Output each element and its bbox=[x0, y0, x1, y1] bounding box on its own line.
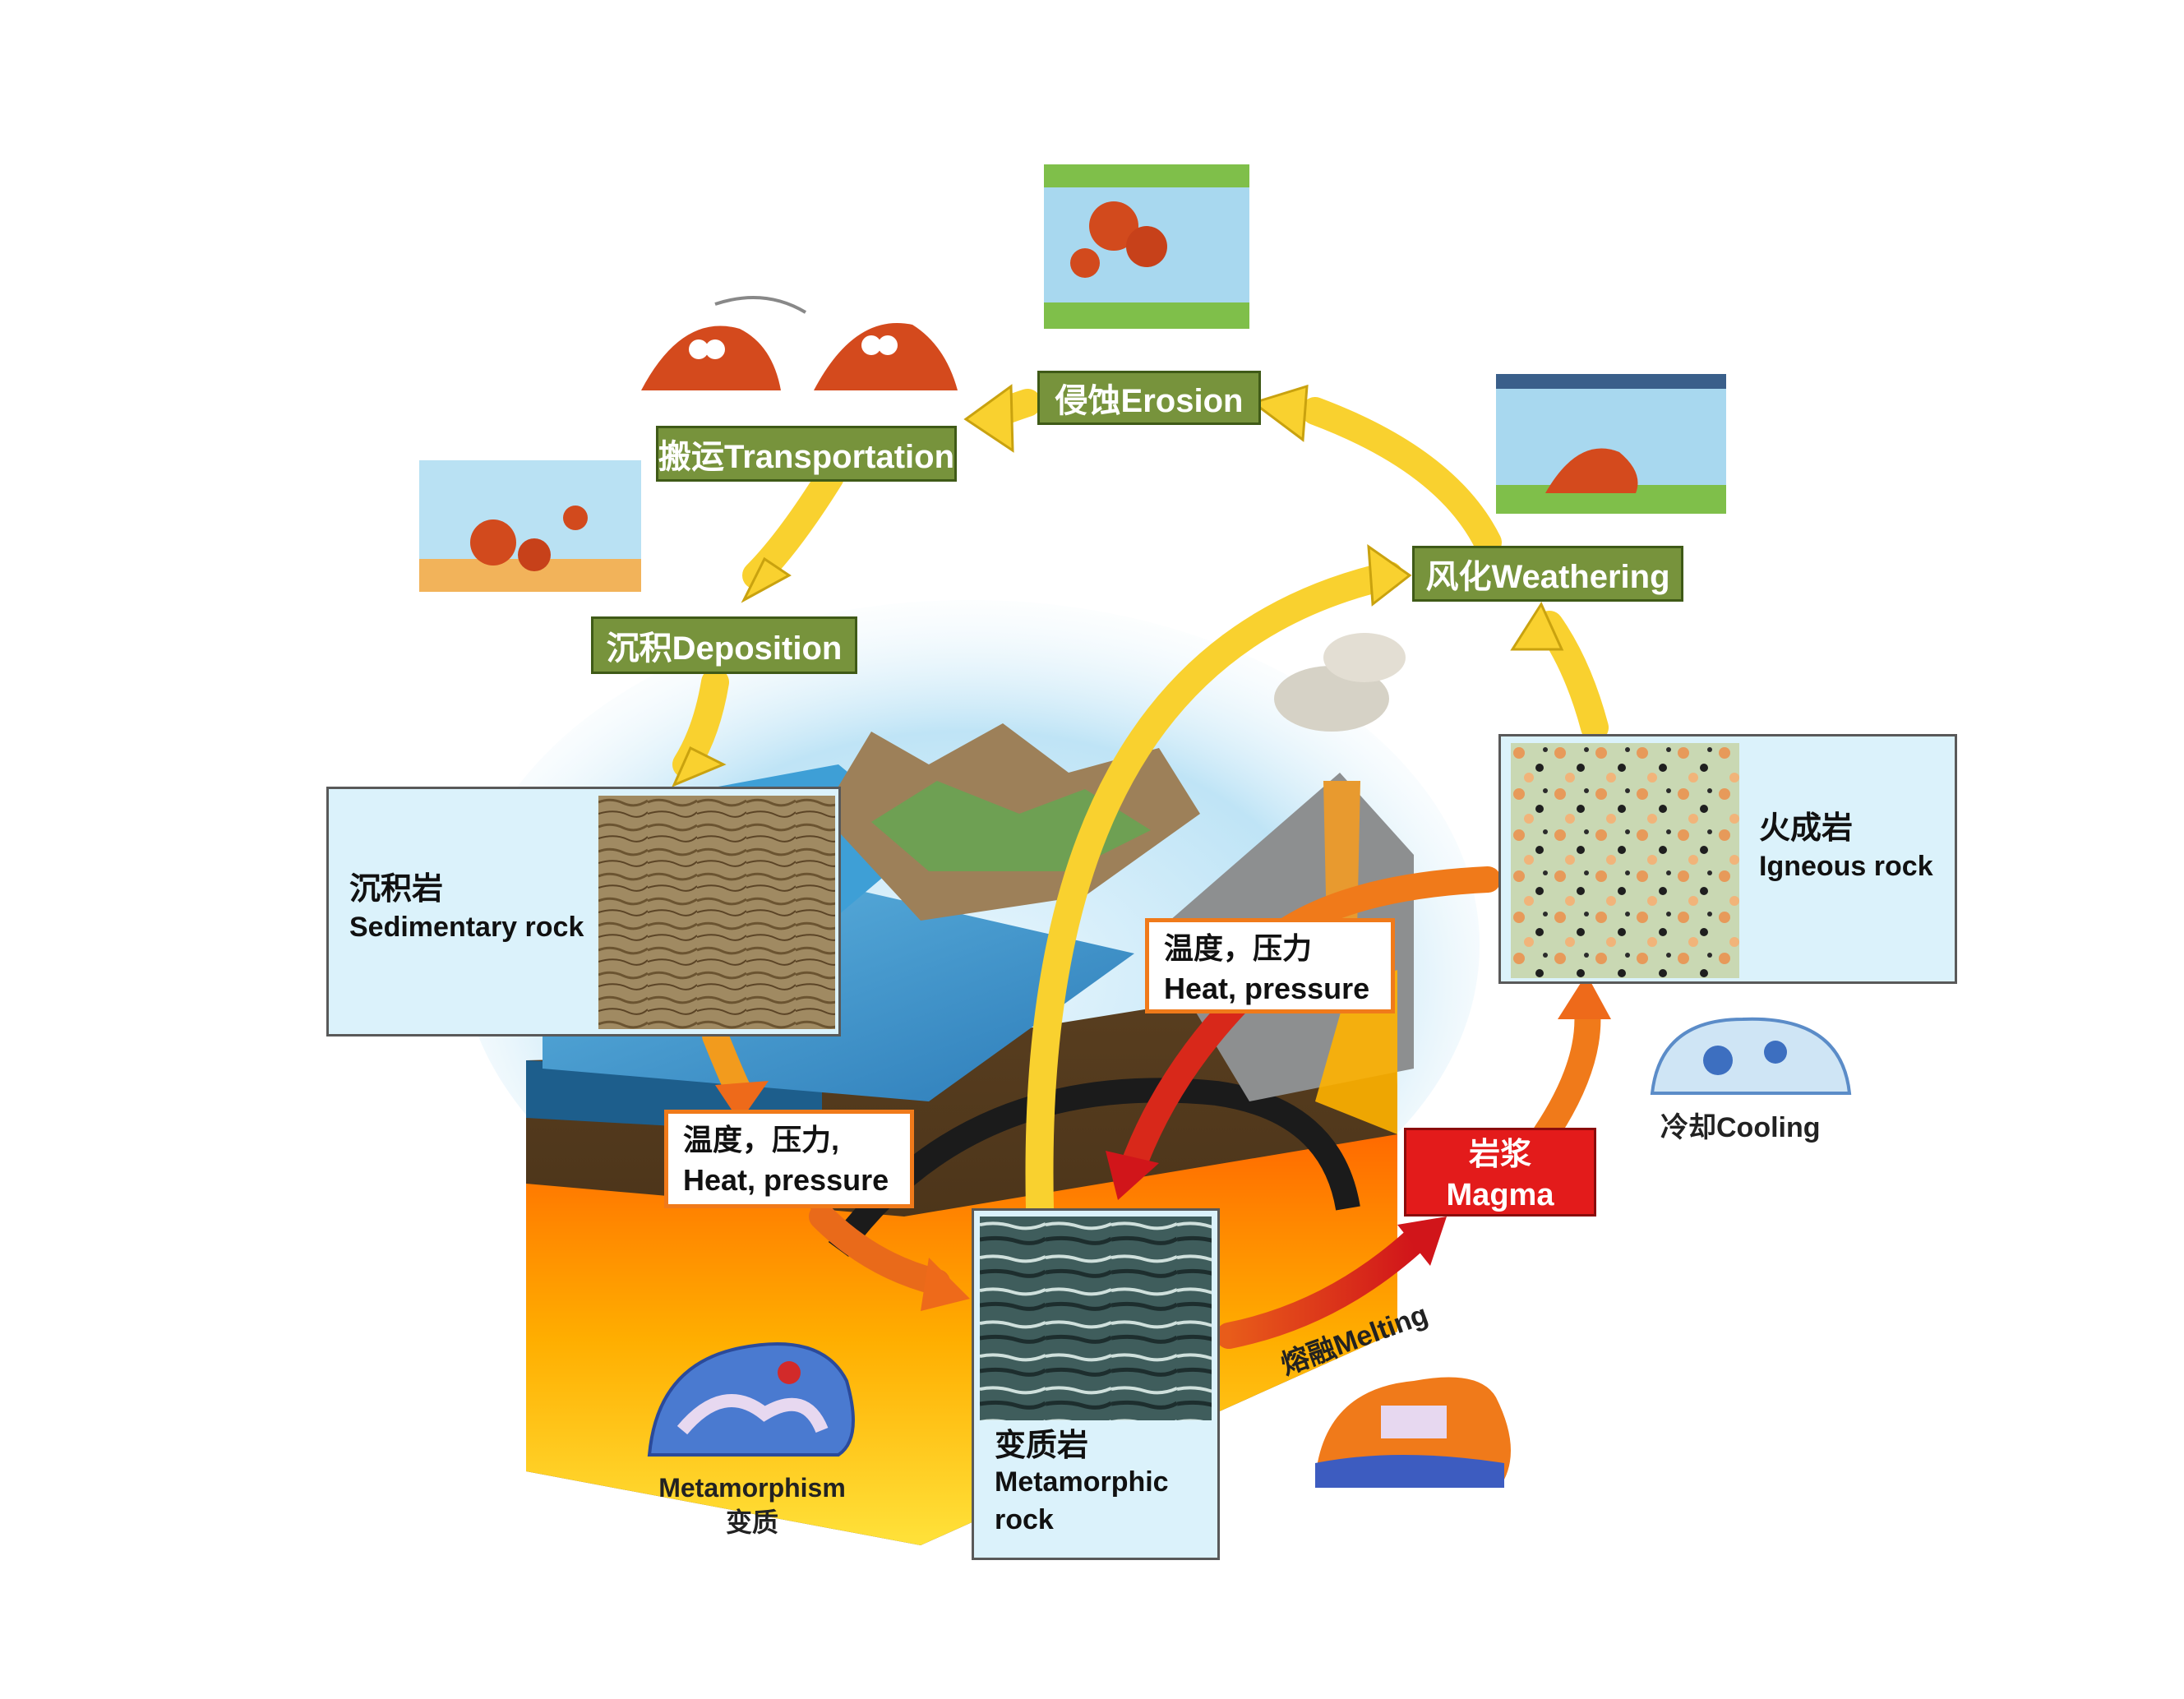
arrowhead-transportation bbox=[963, 384, 1014, 453]
heat-pressure-upper-zh: 温度，压力 bbox=[1164, 931, 1313, 965]
deposition-illustration bbox=[419, 460, 641, 592]
metamorphic-rock-name-zh: 变质岩 bbox=[995, 1429, 1089, 1463]
red-arrows bbox=[1121, 990, 1427, 1349]
sedimentary-rock-name-zh: 沉积岩 bbox=[349, 872, 444, 907]
magma-label-en: Magma bbox=[1446, 1178, 1554, 1213]
magma-label: 岩浆 Magma bbox=[1404, 1128, 1596, 1217]
erosion-illustration bbox=[1044, 164, 1249, 329]
heat-pressure-upper: 温度，压力 Heat, pressure bbox=[1145, 918, 1395, 1013]
heat-pressure-lower-zh: 温度，压力, bbox=[683, 1123, 840, 1157]
magma-label-zh: 岩浆 bbox=[1468, 1138, 1531, 1172]
heat-pressure-lower-en: Heat, pressure bbox=[683, 1162, 889, 1197]
arrow-heat-to-metamorphic bbox=[809, 1203, 950, 1295]
metamorphism-caption: Metamorphism 变质 bbox=[649, 1471, 855, 1540]
cooling-caption: 冷却Cooling bbox=[1660, 1112, 1821, 1143]
arrow-metamorphic-to-weathering bbox=[1025, 561, 1403, 1222]
weathering-illustration bbox=[1496, 374, 1726, 514]
arrowhead-deposition bbox=[741, 556, 792, 603]
igneous-texture-overlay bbox=[1511, 743, 1739, 978]
weathering-label: 风化Weathering bbox=[1412, 546, 1683, 602]
heat-pressure-lower: 温度，压力, Heat, pressure bbox=[664, 1110, 914, 1208]
heat-pressure-upper-en: Heat, pressure bbox=[1164, 971, 1370, 1005]
metamorphic-texture-overlay bbox=[980, 1217, 1212, 1420]
transportation-label: 搬运Transportation bbox=[656, 426, 957, 482]
transportation-illustration bbox=[641, 296, 958, 390]
igneous-rock-name-en: Igneous rock bbox=[1759, 851, 1933, 882]
sedimentary-texture-overlay bbox=[598, 796, 835, 1029]
metamorphism-caption-en: Metamorphism bbox=[658, 1473, 846, 1503]
arrow-metamorphic-to-magma bbox=[1216, 1228, 1427, 1349]
sedimentary-rock-name-en: Sedimentary rock bbox=[349, 912, 584, 943]
deposition-label: 沉积Deposition bbox=[591, 616, 857, 674]
metamorphism-illustration bbox=[647, 1342, 855, 1457]
melting-illustration bbox=[1315, 1377, 1511, 1488]
arrow-heat-to-metamorphic-upper bbox=[1121, 990, 1250, 1176]
cooling-illustration bbox=[1650, 1017, 1852, 1095]
metamorphic-rock-name-en: Metamorphic bbox=[995, 1466, 1169, 1498]
volcano-smoke bbox=[1274, 666, 1389, 732]
metamorphic-rock-name-en-2: rock bbox=[995, 1504, 1054, 1535]
erosion-label: 侵蚀Erosion bbox=[1037, 371, 1261, 425]
metamorphism-caption-zh: 变质 bbox=[725, 1507, 778, 1537]
arrow-magma-to-igneous bbox=[1532, 990, 1601, 1147]
igneous-rock-name-zh: 火成岩 bbox=[1759, 811, 1854, 846]
arrow-weathering-to-erosion bbox=[1301, 397, 1502, 556]
